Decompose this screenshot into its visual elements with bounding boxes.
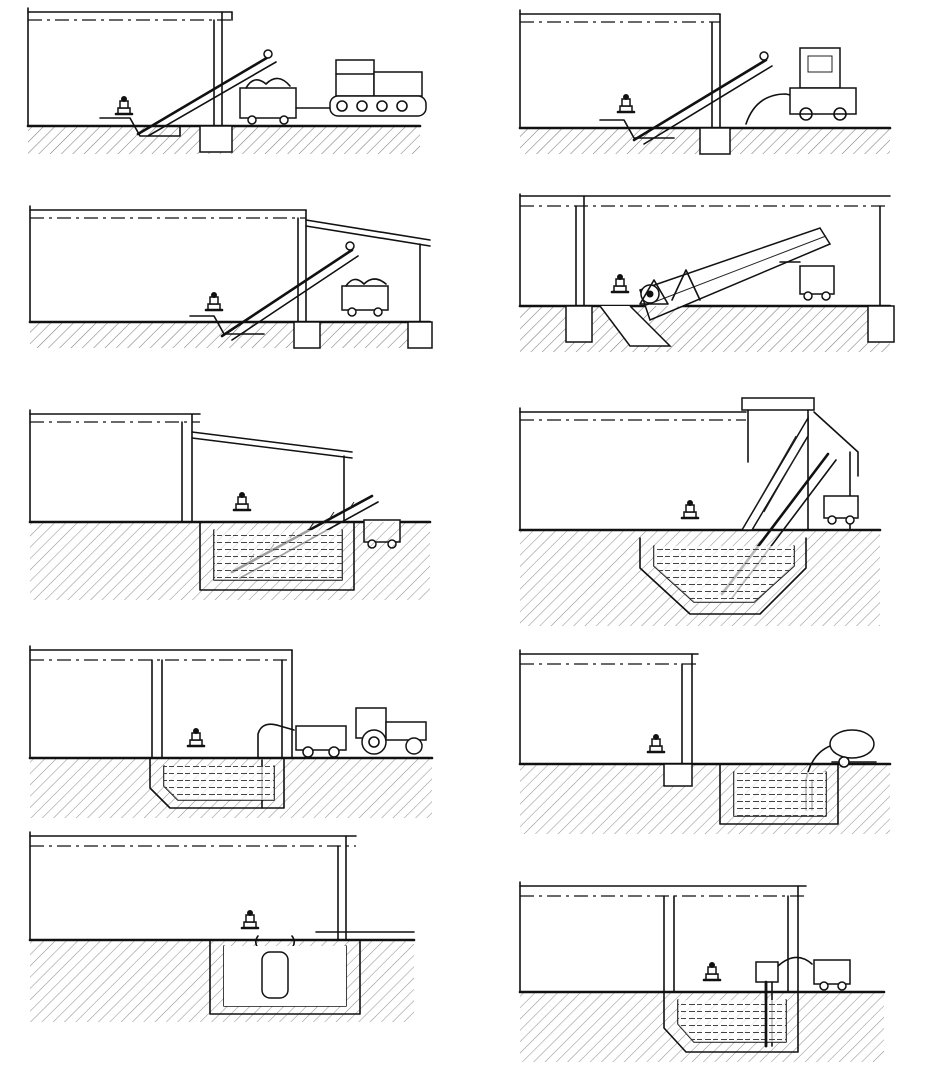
panel-c [28,205,433,349]
panel-e [28,409,432,600]
panel-h [518,649,892,834]
panel-j [518,881,886,1062]
panel-g [28,645,434,818]
panel-f [518,397,882,626]
panel-b [518,9,892,155]
panel-d [518,193,895,352]
panel-a [26,7,427,154]
panel-i [28,831,416,1022]
